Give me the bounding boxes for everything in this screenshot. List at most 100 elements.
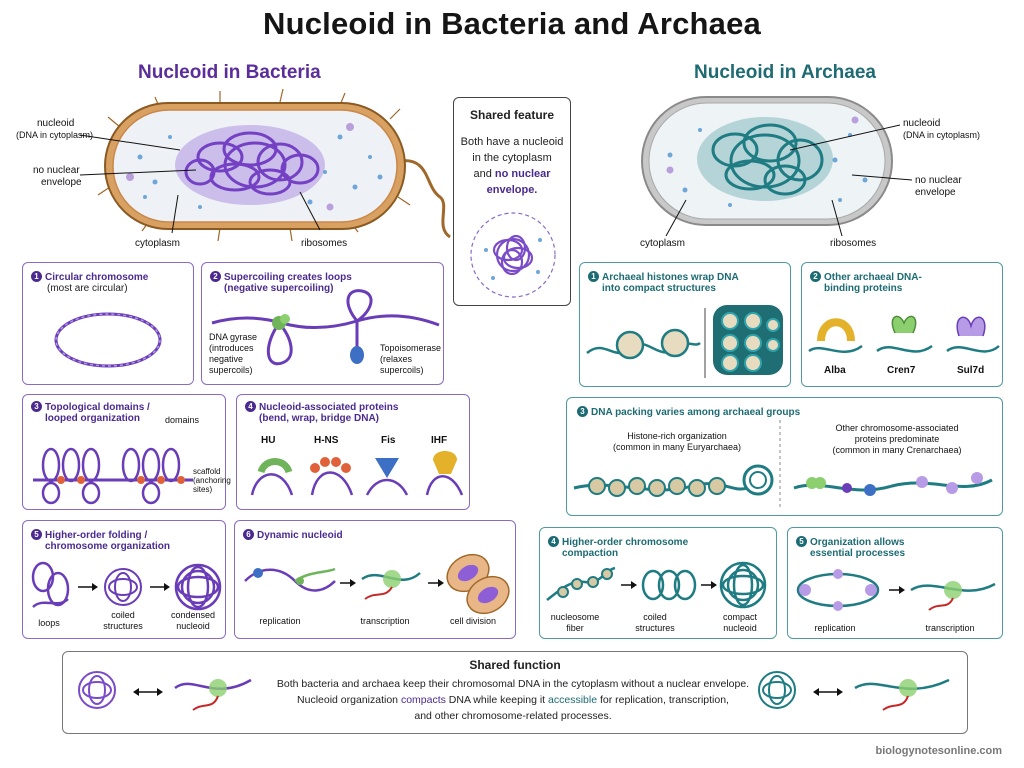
bac-panel-3-title-2: looped organization — [45, 413, 140, 424]
histone-rich-label: Histone-rich organization(common in many… — [587, 431, 767, 453]
arc-panel-2-title-2: binding proteins — [824, 283, 903, 294]
scaffold-line-2: (anchoring — [193, 476, 231, 485]
shared-function-heading: Shared function — [469, 658, 561, 672]
bac-panel-1-number: 1 — [31, 271, 42, 282]
bac-panel-5-title-text: Higher-order folding / — [45, 530, 148, 541]
bac-panel-5-number: 5 — [31, 529, 42, 540]
bac-panel-4-number: 4 — [245, 401, 256, 412]
bacterial-nucleoid-mini-icon — [78, 671, 116, 709]
gyrase-line-2: (introduces — [209, 343, 254, 353]
archaea-section-title: Nucleoid in Archaea — [694, 62, 876, 83]
arc-panel-4-title-text: Higher-order chromosome — [562, 537, 689, 548]
step-arc-coiled-line-2: structures — [635, 623, 675, 633]
sf-keyword-accessible: accessible — [548, 694, 598, 706]
arc-label-nucleoid: nucleoid — [903, 118, 941, 129]
histone-rich-line-2: (common in many Euryarchaea) — [612, 442, 742, 452]
double-arrow-left-icon — [133, 688, 163, 696]
step-loops-label: loops — [38, 618, 60, 628]
sf-line2-part-c: DNA while keeping it — [448, 694, 546, 706]
scaffold-label: scaffold (anchoring sites) — [193, 467, 231, 494]
arc-label-nucleoid-sub: (DNA in cytoplasm) — [903, 130, 981, 140]
step-coiled-line-2: structures — [103, 621, 143, 631]
topo-line-3: supercoils) — [380, 365, 424, 375]
shared-feature-line-4: envelope. — [486, 184, 538, 196]
crenarchaea-chromosome-icon — [793, 472, 993, 496]
step-nucleosome-line-2: fiber — [566, 623, 584, 633]
supercoiling-loops-icon — [211, 289, 440, 366]
step-nucleosome-line-1: nucleosome — [550, 612, 600, 622]
arc-label-envelope-1: no nuclear — [915, 175, 962, 186]
page-title: Nucleoid in Bacteria and Archaea — [263, 6, 761, 41]
sf-line2-part-e: for replication, transcription, — [599, 694, 729, 706]
step-condensed-line-1: condensed — [170, 610, 216, 620]
scaffold-line-3: sites) — [193, 485, 213, 494]
bac-label-ribosomes: ribosomes — [301, 238, 348, 249]
step-condensed-line-2: nucleoid — [176, 621, 210, 631]
gyrase-label: DNA gyrase (introduces negative supercoi… — [209, 332, 257, 376]
arc-panel-1-title-text: Archaeal histones wrap DNA — [602, 272, 739, 283]
bac-label-nucleoid-sub: (DNA in cytoplasm) — [16, 130, 94, 140]
arc-panel-3-title-text: DNA packing varies among archaeal groups — [591, 407, 801, 418]
topo-line-1: Topoisomerase — [380, 343, 442, 353]
shared-function-line-1: Both bacteria and archaea keep their chr… — [276, 678, 750, 690]
shared-function-line-3: and other chromosome-related processes. — [414, 710, 612, 722]
shared-feature-line-1: Both have a nucleoid — [460, 136, 564, 148]
step-cell-division-label: cell division — [449, 616, 497, 626]
shared-feature-box: Shared feature Both have a nucleoid in t… — [453, 97, 571, 306]
sf-keyword-compacts: compacts — [400, 694, 446, 706]
shared-function-line-2: Nucleoid organization compacts DNA while… — [273, 693, 753, 707]
bacteria-section-title: Nucleoid in Bacteria — [138, 62, 321, 83]
arc-panel-1-title-2: into compact structures — [602, 283, 716, 294]
archaeal-processes-icon — [796, 569, 996, 611]
bac-label-envelope-2: envelope — [41, 177, 82, 188]
packing-divider — [779, 420, 781, 510]
step-arc-replication-label: replication — [814, 623, 856, 633]
looped-domains-icon — [33, 447, 193, 505]
gyrase-line-3: negative — [209, 354, 244, 364]
domains-label: domains — [165, 415, 200, 425]
gyrase-line-4: supercoils) — [209, 365, 253, 375]
dynamic-nucleoid-icon — [244, 553, 510, 615]
shared-nucleoid-illustration — [470, 212, 556, 298]
archaeal-nucleoid-mini-icon — [758, 671, 796, 709]
shared-feature-heading: Shared feature — [469, 108, 555, 122]
gyrase-line-1: DNA gyrase — [209, 332, 258, 342]
other-proteins-line-3: (common in many Crenarchaea) — [832, 445, 962, 455]
archaeal-binding-proteins-icon — [808, 315, 1000, 353]
circular-chromosome-icon — [54, 312, 162, 368]
step-arc-transcription-label: transcription — [925, 623, 975, 633]
topo-line-2: (relaxes — [380, 354, 413, 364]
shared-feature-line-2: in the cytoplasm — [472, 152, 552, 164]
bac-label-nucleoid: nucleoid — [37, 118, 75, 129]
other-proteins-line-2: proteins predominate — [854, 434, 940, 444]
bac-panel-6-number: 6 — [243, 529, 254, 540]
shared-feature-highlight: no nuclear — [494, 168, 551, 180]
archaeal-cell-illustration — [641, 96, 893, 226]
histone-rich-fiber-icon — [573, 464, 774, 497]
bac-panel-4-title-2: (bend, wrap, bridge DNA) — [259, 413, 379, 424]
step-compact-line-1: compact — [722, 612, 757, 622]
bac-panel-3-title-text: Topological domains / — [45, 402, 150, 413]
step-transcription-label: transcription — [360, 616, 410, 626]
protein-ihf-label: IHF — [431, 435, 448, 446]
other-proteins-line-1: Other chromosome-associated — [835, 423, 959, 433]
step-replication-label: replication — [259, 616, 301, 626]
bac-label-cytoplasm: cytoplasm — [135, 238, 181, 249]
archaeal-transcription-mini-icon — [854, 678, 950, 711]
archaeal-compaction-icon — [546, 561, 767, 609]
